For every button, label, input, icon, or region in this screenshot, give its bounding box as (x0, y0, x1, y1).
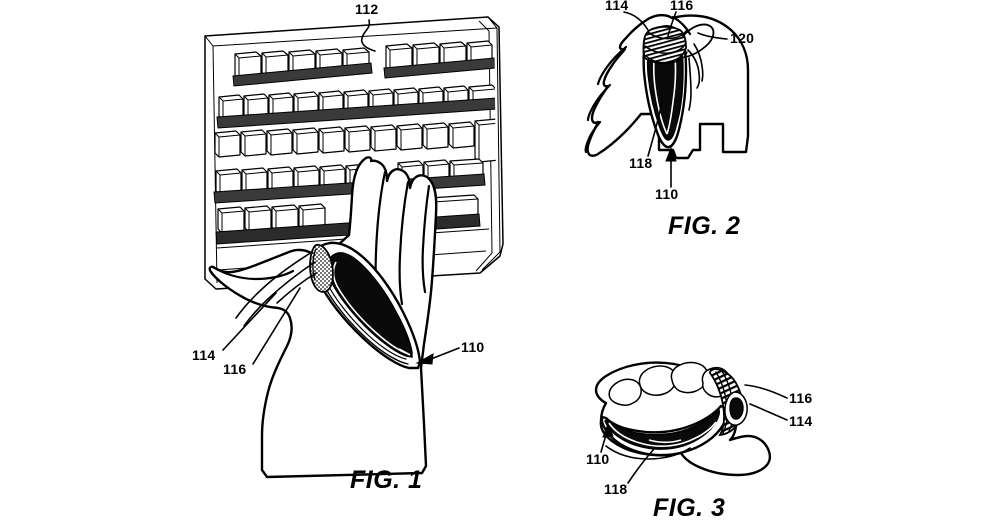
leader-114-fig2 (623, 11, 649, 31)
leader-118-fig2 (647, 101, 663, 157)
figure-3: 116 114 110 118 FIG. 3 (586, 361, 813, 522)
arrowhead-110-fig2 (665, 146, 677, 162)
figure-2: 114 116 120 118 110 FIG. 2 (584, 0, 754, 240)
ref-num-118-fig3: 118 (604, 481, 628, 497)
device-tip-highlight (398, 348, 411, 356)
ref-num-118-fig2: 118 (629, 155, 653, 171)
keyboard-right-edge (481, 16, 501, 271)
fig1-callouts: 114 116 110 (192, 287, 485, 377)
ref-num-116-fig3: 116 (789, 390, 813, 406)
tether-loop-120 (682, 23, 715, 58)
device-lower-edge-fig3 (605, 445, 691, 460)
ref-num-114-fig2: 114 (605, 0, 629, 13)
thumb-crease (211, 265, 295, 281)
keyboard-row-3 (214, 118, 497, 163)
device-pad-surface-118-fig3 (604, 408, 721, 450)
fig2-callouts: 114 116 120 118 110 (605, 0, 754, 202)
figure-1: 112 (192, 1, 504, 494)
fig2-hand (584, 13, 750, 160)
ref-num-116-fig2: 116 (670, 0, 694, 13)
ref-num-120-fig2: 120 (730, 30, 754, 46)
ref-num-110-fig3: 110 (586, 451, 610, 467)
fastener-strand-1 (235, 251, 313, 319)
leader-112 (360, 19, 376, 52)
fastener-strand-3 (276, 272, 317, 304)
leader-118-fig3 (627, 448, 655, 484)
ref-num-114-fig1: 114 (192, 347, 216, 363)
fig3-callouts: 116 114 110 118 (586, 384, 813, 497)
ref-num-110-fig2: 110 (655, 186, 679, 202)
fig3-caption: FIG. 3 (653, 494, 725, 522)
keyboard-row-1-group-a (232, 47, 373, 87)
ref-num-114-fig3: 114 (789, 413, 813, 429)
device-body-110-fig2 (642, 25, 688, 149)
leader-120-fig2 (697, 32, 728, 40)
leader-110-fig1 (430, 347, 460, 360)
keyboard-row-1-group-b (383, 40, 496, 79)
ref-num-112: 112 (355, 1, 379, 17)
fastener-hole-fig3 (729, 397, 744, 420)
finger-line-3 (421, 184, 431, 294)
strap-114 (309, 243, 334, 293)
hand-outline (208, 156, 438, 479)
fig1-caption: FIG. 1 (350, 466, 422, 494)
finger-line-2 (398, 180, 410, 306)
device-highlight-fig3 (608, 421, 717, 447)
arrowhead-110-fig3 (602, 422, 614, 438)
fastener-strand-2 (243, 261, 316, 327)
device-body-110-fig3 (600, 368, 748, 460)
keyboard-bezel-left (212, 45, 218, 284)
ref-num-110-fig1: 110 (461, 339, 485, 355)
finger-arc-2 (586, 83, 612, 122)
leader-114-fig3 (749, 403, 788, 421)
strap-cuff-114-fig2 (642, 25, 687, 64)
keyboard-112: 112 (204, 1, 504, 290)
tether-strand-a (687, 49, 701, 89)
fig3-hand (594, 361, 772, 477)
tether-strand-b (693, 43, 704, 82)
leader-114-fig1 (222, 292, 277, 351)
cuff-edge-1 (647, 30, 687, 40)
device-highlight2-fig3 (648, 439, 682, 444)
fig1-hand (208, 156, 438, 479)
cuff-edge-3 (645, 51, 688, 64)
cuff-edge-2 (644, 41, 687, 54)
ref-num-116-fig1: 116 (223, 361, 247, 377)
knuckle-line (671, 15, 692, 36)
knuckle-2 (638, 365, 678, 396)
device-body-110 (309, 241, 422, 370)
keyboard-row-2 (216, 84, 497, 129)
finger-arc-3 (584, 120, 602, 154)
leader-116-fig2 (667, 11, 677, 37)
arrowhead-110-fig1 (415, 353, 434, 365)
fig2-caption: FIG. 2 (668, 212, 740, 240)
tether-strand-c (688, 57, 692, 111)
finger-arc-1 (596, 45, 628, 86)
leader-116-fig1 (252, 287, 301, 365)
leader-116-fig3 (744, 384, 788, 399)
